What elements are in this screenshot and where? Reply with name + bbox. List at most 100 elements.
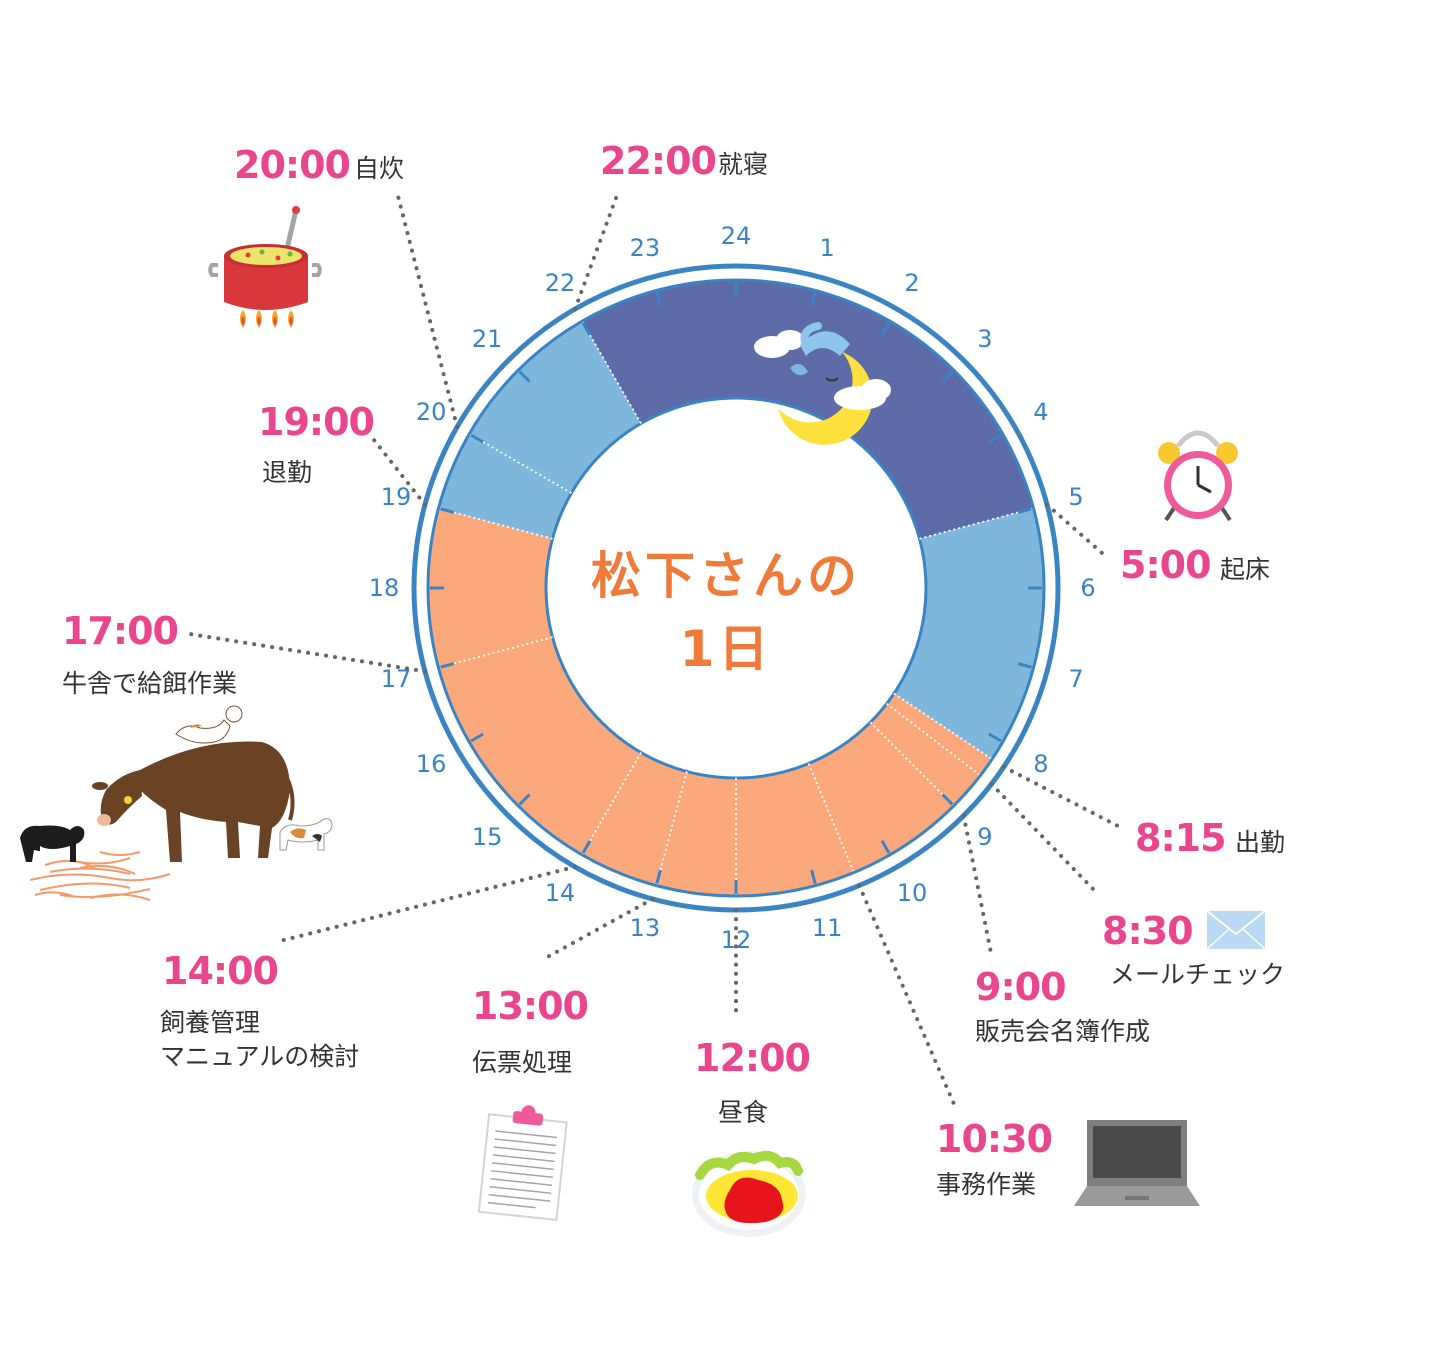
- laptop-icon: [1074, 1120, 1200, 1206]
- hour-label: 5: [1068, 483, 1083, 511]
- hour-label: 11: [812, 914, 843, 942]
- hour-tick: [1017, 507, 1032, 514]
- event-time: 22:00: [600, 139, 717, 183]
- event-label: 起床: [1220, 555, 1271, 584]
- hour-ticks: [430, 282, 1042, 894]
- hour-label: 12: [721, 926, 752, 954]
- event-label: 飼養管理: [160, 1008, 261, 1037]
- clipboard-icon: [477, 1105, 568, 1222]
- event-label: 事務作業: [936, 1170, 1037, 1199]
- leader-line: [1045, 502, 1104, 555]
- inner-ring-line: [426, 278, 1046, 898]
- leader-line: [961, 813, 994, 960]
- event-label: 出勤: [1235, 828, 1286, 857]
- hour-tick: [518, 370, 531, 383]
- omelette-icon: [692, 1150, 806, 1237]
- hour-tick: [1017, 662, 1032, 669]
- hour-tick: [440, 662, 455, 669]
- event-time: 8:15: [1135, 816, 1227, 860]
- leader-line: [540, 897, 655, 962]
- event-label: 昼食: [718, 1098, 769, 1127]
- hour-tick: [988, 433, 1002, 444]
- hour-label: 14: [545, 879, 576, 907]
- hour-label: 3: [977, 325, 992, 353]
- hour-label: 6: [1080, 574, 1095, 602]
- center-title: 松下さんの 1日: [576, 540, 876, 685]
- hour-label: 13: [630, 914, 661, 942]
- hour-label: 19: [381, 483, 412, 511]
- hour-label: 4: [1033, 398, 1048, 426]
- cooking-pot-icon: [208, 206, 322, 328]
- hour-label: 8: [1033, 750, 1048, 778]
- hour-tick: [581, 322, 592, 336]
- hour-label: 23: [630, 234, 661, 262]
- event-label-line2: マニュアルの検討: [160, 1042, 360, 1071]
- segment-sleep: [582, 280, 1034, 539]
- hour-tick: [655, 292, 662, 307]
- segment-home: [893, 508, 1044, 760]
- event-label: 就寝: [718, 150, 769, 179]
- hour-label: 15: [472, 823, 503, 851]
- hour-label: 7: [1068, 665, 1083, 693]
- hour-tick: [988, 732, 1002, 743]
- hour-label: 22: [545, 269, 576, 297]
- hour-tick: [440, 507, 455, 514]
- leader-line: [989, 782, 1096, 892]
- event-time: 12:00: [694, 1036, 811, 1080]
- hour-tick: [581, 840, 592, 854]
- event-time: 17:00: [62, 609, 179, 653]
- leader-line: [396, 194, 460, 429]
- hour-tick: [810, 292, 817, 307]
- hour-label: 2: [904, 269, 919, 297]
- center-title-line2: 1日: [679, 619, 773, 678]
- hour-label: 1: [819, 234, 834, 262]
- event-label: 退勤: [262, 458, 313, 487]
- event-time: 20:00: [234, 143, 351, 187]
- event-time: 9:00: [975, 965, 1067, 1009]
- leader-line: [188, 632, 427, 674]
- hour-tick: [655, 869, 662, 884]
- event-label: 牛舎で給餌作業: [62, 669, 238, 698]
- hour-label: 21: [472, 325, 503, 353]
- hour-label: 9: [977, 823, 992, 851]
- event-label: 販売会名簿作成: [975, 1017, 1151, 1046]
- event-label: メールチェック: [1110, 960, 1286, 989]
- hour-label: 20: [416, 398, 447, 426]
- event-time: 5:00: [1120, 543, 1212, 587]
- hour-tick: [470, 433, 484, 444]
- hour-tick: [518, 793, 531, 806]
- hour-label: 16: [416, 750, 447, 778]
- event-label: 自炊: [354, 154, 405, 183]
- leader-lines: [188, 194, 1120, 1106]
- segment-home: [438, 321, 641, 539]
- hour-label: 10: [897, 879, 928, 907]
- leader-line: [573, 196, 618, 312]
- leader-line: [1001, 764, 1120, 828]
- hour-label: 24: [721, 222, 752, 250]
- event-time: 10:30: [936, 1117, 1053, 1161]
- hour-tick: [880, 322, 891, 336]
- event-time: 14:00: [162, 949, 279, 993]
- hour-tick: [941, 793, 954, 806]
- hour-label: 18: [369, 574, 400, 602]
- leader-line: [274, 864, 577, 944]
- schedule-segments: [428, 280, 1044, 897]
- event-time: 13:00: [472, 984, 589, 1028]
- moon-icon: [754, 322, 891, 445]
- event-time: 19:00: [258, 400, 375, 444]
- segment-work: [428, 508, 993, 897]
- hour-tick: [810, 869, 817, 884]
- leader-line: [857, 883, 956, 1106]
- event-time: 8:30: [1102, 909, 1194, 953]
- mail-icon: [1206, 910, 1266, 950]
- event-label: 伝票処理: [472, 1048, 573, 1077]
- hour-tick: [941, 370, 954, 383]
- hour-tick: [470, 732, 484, 743]
- hour-tick: [880, 840, 891, 854]
- cow-icon: [20, 705, 333, 901]
- alarm-clock-icon: [1158, 430, 1238, 522]
- center-title-line1: 松下さんの: [591, 547, 861, 605]
